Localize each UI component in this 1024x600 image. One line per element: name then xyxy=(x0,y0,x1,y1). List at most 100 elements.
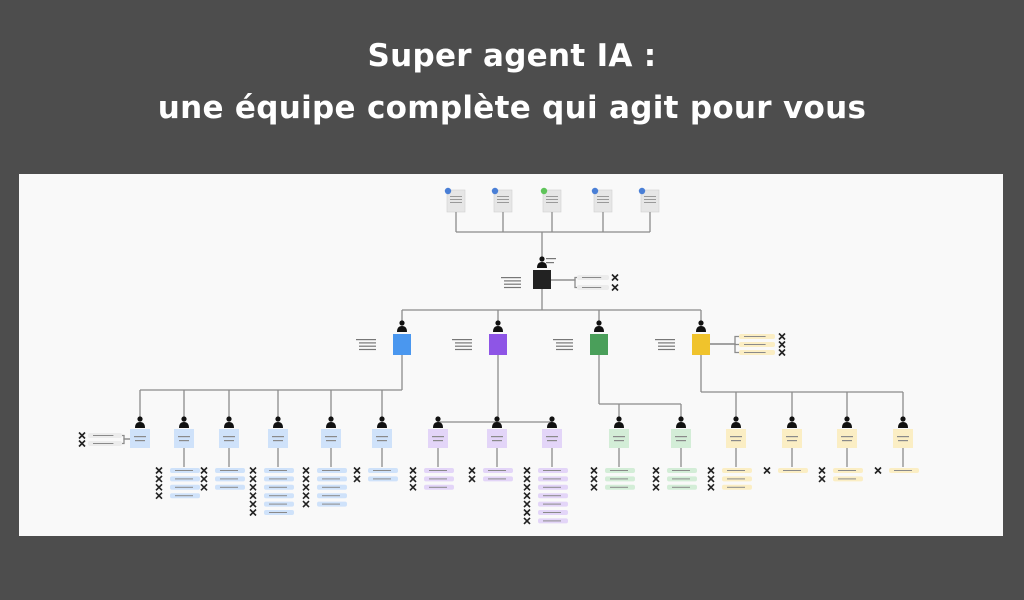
responsibility-note xyxy=(455,345,472,347)
sub-agent-label xyxy=(897,436,909,438)
sub-agent-label xyxy=(730,436,742,438)
circle-badge-icon xyxy=(540,187,548,195)
task-pill-text xyxy=(582,287,602,288)
tools-icon xyxy=(611,283,619,292)
tools-icon xyxy=(78,439,86,448)
org-chart-canvas xyxy=(19,174,1003,536)
person-icon xyxy=(135,422,145,428)
sub-agent-box xyxy=(837,429,857,448)
responsibility-note xyxy=(658,345,675,347)
sub-agent-label xyxy=(178,436,190,438)
tools-icon xyxy=(590,466,598,475)
task-pill-text xyxy=(429,478,447,480)
task-pill-text xyxy=(322,503,340,505)
sub-agent-box xyxy=(893,429,913,448)
sub-agent-box xyxy=(487,429,507,448)
tools-icon xyxy=(707,483,715,491)
main-agent-box xyxy=(533,270,551,289)
responsibility-note xyxy=(501,277,521,279)
task-pill-text xyxy=(373,470,391,471)
tools-icon xyxy=(249,500,257,508)
task-pill-text xyxy=(429,486,447,488)
person-icon xyxy=(698,320,704,326)
person-icon xyxy=(731,422,741,428)
sub-agent-box xyxy=(609,429,629,448)
tools-icon xyxy=(409,475,417,483)
connector-line xyxy=(710,335,739,345)
page-title-line-2: une équipe complète qui agit pour vous xyxy=(157,90,867,126)
sub-agent-label xyxy=(491,436,503,438)
task-pill-text xyxy=(175,478,193,480)
agent-tag-text xyxy=(546,262,554,264)
department-agent-yellow xyxy=(692,334,710,355)
input-box-text xyxy=(597,199,609,200)
input-box-text xyxy=(546,202,558,203)
person-icon xyxy=(547,422,557,428)
sub-agent-label xyxy=(272,436,284,438)
tools-icon xyxy=(249,466,257,475)
sub-agent-label xyxy=(547,440,557,442)
tools-icon xyxy=(523,508,531,517)
tools-icon xyxy=(155,466,163,475)
task-pill-text xyxy=(175,486,193,488)
task-pill-text xyxy=(488,470,506,471)
tools-icon xyxy=(302,475,310,483)
responsibility-note xyxy=(504,280,521,282)
person-icon xyxy=(696,326,706,332)
task-pill-text xyxy=(543,520,561,522)
task-pill-text xyxy=(93,443,114,444)
person-icon xyxy=(614,422,624,428)
person-icon xyxy=(539,256,545,262)
person-icon xyxy=(549,416,555,422)
task-pill-text xyxy=(322,470,340,471)
sub-agent-label xyxy=(676,440,686,442)
tools-icon xyxy=(523,492,531,500)
person-icon xyxy=(616,416,622,422)
task-pill-text xyxy=(269,470,287,471)
responsibility-note xyxy=(658,348,675,351)
task-pill-text xyxy=(322,478,340,480)
responsibility-note xyxy=(556,342,573,344)
task-pill-text xyxy=(727,470,745,471)
task-pill-text xyxy=(429,470,447,471)
sub-agent-label xyxy=(326,440,336,442)
sub-agent-label xyxy=(786,436,798,438)
tools-icon xyxy=(523,500,531,508)
sub-agent-label xyxy=(377,440,387,442)
tools-icon xyxy=(353,475,361,483)
tools-icon xyxy=(778,332,786,341)
page-title-line-1: Super agent IA : xyxy=(367,38,657,74)
person-icon xyxy=(898,422,908,428)
person-icon xyxy=(733,416,739,422)
task-pill-text xyxy=(322,495,340,497)
person-icon xyxy=(377,422,387,428)
tools-icon xyxy=(652,483,660,491)
person-icon xyxy=(493,326,503,332)
sub-agent-box xyxy=(174,429,194,448)
person-icon xyxy=(789,416,795,422)
task-pill-text xyxy=(543,503,561,505)
person-icon xyxy=(273,422,283,428)
responsibility-note xyxy=(504,283,521,285)
task-pill-text xyxy=(269,486,287,488)
sub-agent-box xyxy=(130,429,150,448)
input-box-text xyxy=(597,202,609,203)
tools-icon xyxy=(874,466,882,475)
sub-agent-label xyxy=(224,440,234,442)
tools-icon xyxy=(249,508,257,517)
tools-icon xyxy=(302,492,310,500)
department-agent-green xyxy=(590,334,608,355)
circle-badge-icon xyxy=(638,187,646,195)
person-icon xyxy=(594,326,604,332)
person-icon xyxy=(842,422,852,428)
input-box-text xyxy=(644,199,656,200)
tools-icon xyxy=(523,517,531,525)
person-icon xyxy=(379,416,385,422)
task-pill-text xyxy=(322,486,340,488)
task-pill-text xyxy=(543,470,561,471)
task-pill-text xyxy=(543,512,561,513)
tools-icon xyxy=(249,483,257,491)
task-pill-text xyxy=(220,486,238,488)
task-pill-text xyxy=(220,470,238,471)
person-icon xyxy=(326,422,336,428)
